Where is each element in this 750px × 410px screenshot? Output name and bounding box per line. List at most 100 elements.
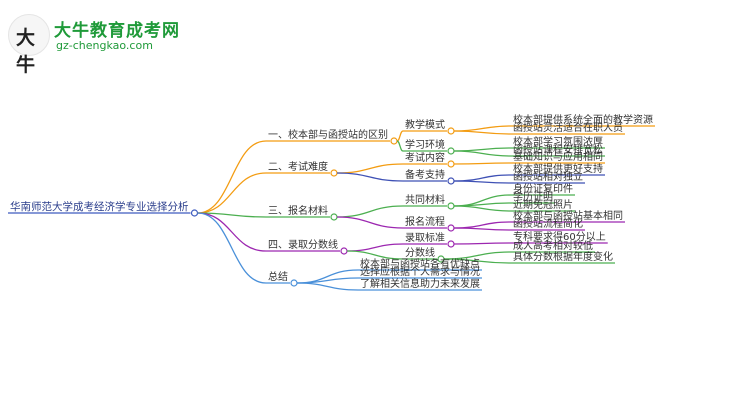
branch-4-sub-2-label: 分数线 [405,246,435,259]
leaf-1-1-1[interactable]: 校本部提供系统全面的教学资源 [511,113,655,127]
summary-leaf-2-label: 选择应根据个人需求与情况 [360,265,480,278]
leaf-3-2-2-edge [453,227,512,231]
branch-1-sub-2-label: 学习环境 [405,138,445,151]
leaf-3-1-3-label: 近期免冠照片 [513,198,573,211]
branch-3-sub-1[interactable]: 共同材料 [403,193,447,207]
leaf-4-2-2-label: 具体分数根据年度变化 [513,250,613,263]
branch-2-sub-2-edge [336,172,404,182]
branch-3-sub-2-label: 报名流程 [405,215,445,228]
leaf-3-1-1-label: 身份证复印件 [513,182,573,195]
leaf-3-2-2[interactable]: 函授站流程简化 [511,217,585,231]
branch-4-sub-1[interactable]: 录取标准 [403,232,447,245]
leaf-3-1-2[interactable]: 学历证明 [511,190,555,204]
branch-1-sub-1-edge [396,130,404,142]
branch-4-sub-2-edge [346,250,404,260]
branch-4-sub-2[interactable]: 分数线 [403,246,437,260]
leaf-2-1-1[interactable]: 基础知识与应用相同 [511,150,605,164]
branch-4[interactable]: 四、录取分数线 [266,238,340,252]
leaf-3-1-1[interactable]: 身份证复印件 [511,182,575,196]
site-logo[interactable]: 大牛 大牛教育成考网 gz-chengkao.com [8,14,208,76]
branch-1-sub-2[interactable]: 学习环境 [403,138,447,152]
leaf-4-2-1-edge [443,251,512,260]
leaf-1-1-1-label: 校本部提供系统全面的教学资源 [513,113,653,126]
branch-2-sub-1[interactable]: 考试内容 [403,151,447,165]
leaf-2-2-2[interactable]: 函授站相对独立 [511,170,585,184]
leaf-2-2-2-label: 函授站相对独立 [513,170,583,183]
leaf-1-1-2-label: 函授站灵活适合在职人员 [513,121,623,134]
summary-leaf-1-label: 校本部与函授站各有优缺点 [360,257,480,270]
branch-5[interactable]: 总结 [266,270,290,284]
branch-3-sub-1-edge [336,205,404,218]
branch-1-edge [197,140,267,214]
branch-1-label: 一、校本部与函授站的区别 [268,128,388,141]
branch-2-sub-2-label: 备考支持 [405,168,445,181]
leaf-1-1-2[interactable]: 函授站灵活适合在职人员 [511,121,625,135]
branch-1-connector [390,137,398,145]
leaf-4-2-2-edge [443,258,512,264]
summary-leaf-2-edge [296,277,359,284]
branch-3-sub-2[interactable]: 报名流程 [403,215,447,229]
leaf-1-2-2-label: 函授站课程安排宽松 [513,143,603,156]
branch-3[interactable]: 三、报名材料 [266,204,330,218]
leaf-4-1-1-edge [453,242,512,245]
summary-leaf-3-edge [296,282,359,291]
leaf-2-2-1-edge [453,174,512,182]
leaf-4-2-2[interactable]: 具体分数根据年度变化 [511,250,615,264]
root-node[interactable]: 华南师范大学成考经济学专业选择分析 [8,200,191,214]
branch-2-label: 二、考试难度 [268,160,328,173]
branch-2-sub-2-connector [447,177,455,185]
branch-4-edge [197,212,267,252]
branch-1-sub-1[interactable]: 教学模式 [403,118,447,132]
branch-2-connector [330,169,338,177]
leaf-4-2-1[interactable]: 成人高考相对较低 [511,239,595,253]
summary-leaf-3[interactable]: 了解相关信息助力未来发展 [358,277,482,291]
branch-2-sub-1-connector [447,160,455,168]
branch-1[interactable]: 一、校本部与函授站的区别 [266,128,390,142]
leaf-2-2-1[interactable]: 校本部提供更好支持 [511,162,605,176]
branch-3-sub-2-connector [447,224,455,232]
branch-1-sub-1-connector [447,127,455,135]
leaf-2-2-2-edge [453,180,512,184]
branch-4-sub-1-label: 录取标准 [405,232,445,244]
logo-brand-name: 大牛教育成考网 [54,21,180,41]
leaf-3-2-1-edge [453,221,512,229]
branch-2-sub-1-edge [336,163,404,174]
leaf-4-1-1[interactable]: 专科要求得60分以上 [511,230,608,244]
leaf-1-2-1-edge [453,147,512,152]
summary-leaf-3-label: 了解相关信息助力未来发展 [360,277,480,290]
leaf-1-2-1[interactable]: 校本部学习氛围浓厚 [511,135,605,149]
branch-2[interactable]: 二、考试难度 [266,160,330,174]
leaf-1-1-2-edge [453,130,512,135]
branch-1-sub-1-label: 教学模式 [405,118,445,131]
leaf-1-2-2[interactable]: 函授站课程安排宽松 [511,143,605,157]
leaf-4-1-1-label: 专科要求得60分以上 [513,230,606,243]
branch-4-sub-1-edge [346,243,404,252]
branch-4-label: 四、录取分数线 [268,238,338,251]
branch-5-label: 总结 [268,270,288,283]
branch-3-connector [330,213,338,221]
leaf-2-1-1-edge [453,162,512,165]
branch-5-connector [290,279,298,287]
logo-emblem: 大牛 [8,14,50,76]
leaf-2-2-1-label: 校本部提供更好支持 [513,162,603,175]
branch-5-edge [197,212,267,284]
leaf-1-2-2-edge [453,150,512,157]
branch-3-edge [197,212,267,218]
branch-3-sub-1-label: 共同材料 [405,193,445,206]
leaf-3-2-1-label: 校本部与函授站基本相同 [513,209,623,222]
branch-2-sub-1-label: 考试内容 [405,151,445,164]
branch-2-edge [197,172,267,214]
branch-2-sub-2[interactable]: 备考支持 [403,168,447,182]
leaf-4-2-1-label: 成人高考相对较低 [513,239,593,252]
summary-leaf-2[interactable]: 选择应根据个人需求与情况 [358,265,482,279]
leaf-3-1-2-label: 学历证明 [513,190,553,203]
logo-domain: gz-chengkao.com [56,39,153,52]
leaf-3-2-1[interactable]: 校本部与函授站基本相同 [511,209,625,223]
leaf-1-1-1-edge [453,125,512,132]
leaf-3-1-2-edge [453,202,512,207]
branch-3-sub-1-connector [447,202,455,210]
summary-leaf-1[interactable]: 校本部与函授站各有优缺点 [358,257,482,271]
leaf-3-1-3[interactable]: 近期免冠照片 [511,198,575,212]
branch-4-connector [340,247,348,255]
